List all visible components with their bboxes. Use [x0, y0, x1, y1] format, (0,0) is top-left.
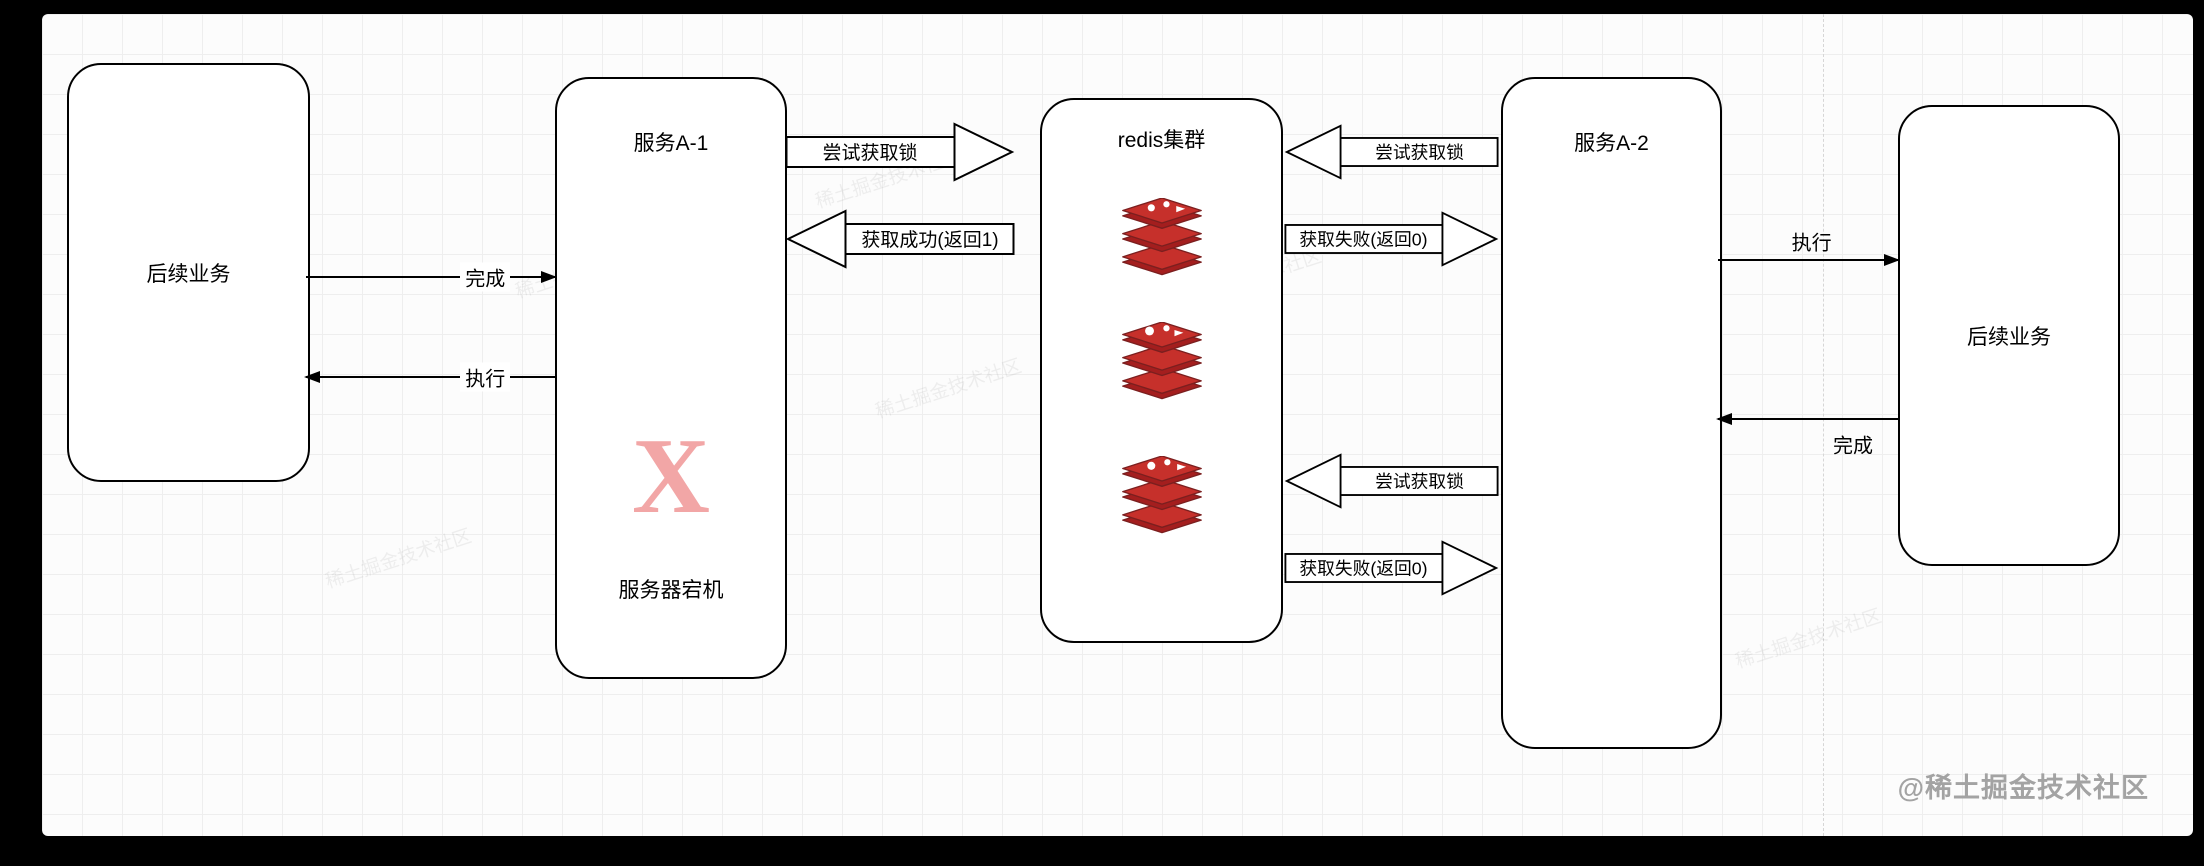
node-redis-cluster: redis集群 — [1040, 98, 1283, 643]
edge-label: 完成 — [460, 262, 511, 292]
svg-text:尝试获取锁: 尝试获取锁 — [1375, 472, 1464, 492]
node-biz-left: 后续业务 — [67, 63, 310, 482]
svg-text:尝试获取锁: 尝试获取锁 — [822, 142, 917, 164]
redis-db-icon — [1121, 322, 1202, 400]
node-service-a1: 服务A-1 X 服务器宕机 — [555, 77, 787, 679]
tile-watermark: 稀土掘金技术社区 — [323, 525, 475, 593]
edge-label: 执行 — [460, 362, 511, 392]
redis-db-icon — [1121, 198, 1202, 276]
community-credit-watermark: @稀土掘金技术社区 — [1897, 773, 2149, 803]
arrowhead-left-icon — [304, 371, 320, 383]
block-arrow-a1-lock-success: 获取成功(返回1) — [785, 209, 1015, 269]
block-arrow-a1-try-lock: 尝试获取锁 — [785, 122, 1015, 182]
edge-label: 执行 — [1791, 232, 1832, 255]
svg-text:尝试获取锁: 尝试获取锁 — [1375, 143, 1464, 163]
edge-left-done: 完成 — [306, 262, 557, 292]
edge-left-exec: 执行 — [304, 362, 555, 392]
edge-label: 完成 — [1833, 435, 1873, 458]
block-arrow-a2-try-lock-top: 尝试获取锁 — [1284, 124, 1499, 180]
crash-caption: 服务器宕机 — [618, 579, 724, 602]
block-arrow-a2-try-lock-bottom: 尝试获取锁 — [1284, 453, 1499, 509]
node-title: 服务A-2 — [1574, 132, 1649, 155]
node-title: 服务A-1 — [633, 132, 709, 155]
arrowhead-right-icon — [1884, 254, 1900, 266]
page-divider — [1823, 14, 1824, 836]
svg-text:获取失败(返回0): 获取失败(返回0) — [1299, 559, 1427, 579]
block-arrow-a2-lock-fail-top: 获取失败(返回0) — [1284, 211, 1499, 267]
redis-db-icon — [1121, 456, 1202, 534]
block-arrow-a2-lock-fail-bottom: 获取失败(返回0) — [1284, 540, 1499, 596]
tile-watermark: 稀土掘金技术社区 — [1733, 605, 1885, 673]
arrowhead-left-icon — [1716, 413, 1732, 425]
svg-text:获取失败(返回0): 获取失败(返回0) — [1299, 230, 1427, 250]
edge-right-exec: 执行 — [1718, 233, 1900, 266]
node-service-a2: 服务A-2 — [1501, 77, 1722, 749]
diagram-canvas: 稀土掘金技术社区 稀土掘金技术社区 稀土掘金技术社区 稀土掘金技术社区 稀土掘金… — [42, 14, 2193, 836]
arrowhead-right-icon — [541, 271, 557, 283]
node-label: 后续业务 — [146, 262, 231, 286]
crash-x-icon: X — [632, 417, 710, 536]
svg-text:获取成功(返回1): 获取成功(返回1) — [861, 229, 998, 251]
node-title: redis集群 — [1117, 129, 1206, 152]
edge-right-done: 完成 — [1716, 413, 1898, 458]
node-biz-right: 后续业务 — [1898, 105, 2120, 566]
tile-watermark: 稀土掘金技术社区 — [873, 355, 1025, 423]
node-label: 后续业务 — [1967, 325, 2051, 349]
